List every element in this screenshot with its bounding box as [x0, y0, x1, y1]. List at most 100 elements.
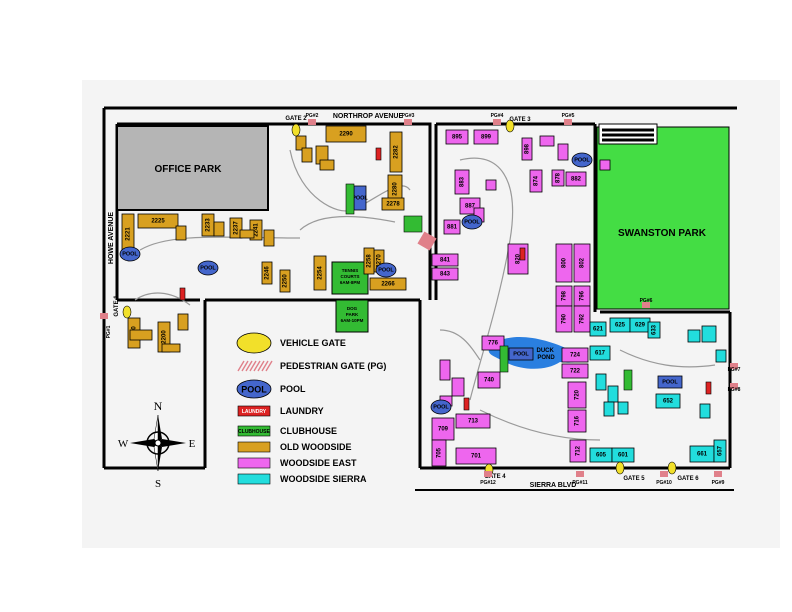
building-label: 2225 [151, 219, 165, 225]
building-label: 2246 [265, 266, 271, 280]
duck-pond-label-line1: DUCK [536, 348, 554, 354]
building-878: 878 [551, 169, 565, 187]
svg-text:POOL: POOL [433, 404, 449, 410]
building-label: 720 [575, 389, 581, 400]
svg-text:PG#12: PG#12 [480, 480, 496, 486]
building-722: 722 [561, 363, 589, 379]
legend-label: POOL [280, 384, 306, 394]
building-label: 629 [635, 323, 646, 329]
pool-icon: POOL [197, 260, 219, 276]
pedestrian-gate-pg1: PG#1 [100, 313, 112, 338]
duck-pond [488, 337, 581, 369]
building-709: 709 [431, 417, 455, 441]
building-label: 883 [460, 176, 466, 187]
unnumbered-building [557, 143, 569, 161]
building-label: 843 [440, 272, 451, 278]
clubhouse-icon [403, 215, 423, 233]
building-2225: 2225 [137, 213, 179, 229]
pool-icon: POOL [461, 214, 483, 230]
building-label: 617 [595, 351, 606, 357]
legend-item-woodside-east-swatch: WOODSIDE EAST [237, 457, 357, 469]
pedestrian-gate-pg5: PG#5 [562, 113, 575, 125]
building-label: 874 [534, 175, 540, 186]
pedestrian-gate-pg9: PG#9 [712, 471, 725, 486]
unnumbered-building [161, 343, 181, 353]
road-label-sierra: SIERRA BLVD [530, 482, 577, 489]
building-883: 883 [454, 169, 470, 195]
unnumbered-building [699, 403, 711, 419]
pool-icon: POOL [508, 347, 534, 361]
building-2280: 2280 [387, 174, 403, 204]
pool-icon: POOL [430, 399, 452, 415]
svg-text:GATE 2: GATE 2 [285, 116, 307, 122]
building-796: 796 [573, 285, 591, 307]
clubhouse-icon [623, 369, 633, 391]
building-label: 2282 [394, 145, 400, 159]
svg-text:POOL: POOL [513, 351, 529, 357]
unnumbered-building [439, 359, 451, 381]
old-woodside-swatch [237, 441, 271, 453]
pedestrian-gate-pg12: PG#12 [480, 471, 496, 486]
building-2258: 2258 [363, 247, 375, 275]
building-label: 881 [447, 225, 458, 231]
legend-label: WOODSIDE EAST [280, 458, 357, 468]
svg-text:GATE 4: GATE 4 [484, 474, 506, 480]
legend-item-woodside-sierra-swatch: WOODSIDE SIERRA [237, 473, 367, 485]
building-2237: 2237 [229, 217, 243, 239]
building-label: 2241 [254, 223, 260, 237]
pedestrian-gate-pg7: PG#7 [728, 363, 741, 373]
building-899: 899 [473, 129, 499, 145]
unnumbered-building [687, 329, 701, 343]
unnumbered-building [595, 373, 607, 391]
unnumbered-building [319, 159, 335, 171]
legend-label: LAUNDRY [280, 406, 324, 416]
legend-label: VEHICLE GATE [280, 338, 346, 348]
building-881: 881 [443, 219, 461, 235]
building-label: 722 [570, 369, 581, 375]
building-label: 2221 [126, 227, 132, 241]
pedestrian-gate-pg8: PG#8 [728, 383, 741, 393]
building-2254: 2254 [313, 255, 327, 291]
building-701: 701 [455, 447, 497, 465]
building-label: 705 [437, 447, 443, 458]
laundry-icon [519, 247, 526, 261]
building-label: 898 [525, 143, 531, 154]
building-2282: 2282 [389, 131, 403, 173]
legend-item-vehicle-gate-icon: VEHICLE GATE [236, 332, 346, 354]
laundry-icon [375, 147, 382, 161]
building-label: 2250 [283, 274, 289, 288]
building-790: 790 [555, 305, 573, 333]
building-605: 605 [589, 447, 613, 463]
clubhouse-icon [237, 425, 271, 437]
svg-text:PG#1: PG#1 [106, 325, 112, 338]
svg-text:PG#10: PG#10 [656, 480, 672, 486]
building-label: 724 [570, 353, 581, 359]
pool-icon: POOL [375, 262, 397, 278]
unnumbered-building [239, 229, 255, 239]
vehicle-gate-gate5: GATE 5 [615, 461, 645, 482]
building-label: 2258 [367, 254, 373, 268]
svg-text:PG#8: PG#8 [728, 387, 741, 393]
svg-text:POOL: POOL [662, 379, 678, 385]
office-park [116, 125, 269, 211]
building-740: 740 [477, 371, 501, 389]
pedestrian-gate-pg6: PG#6 [640, 298, 653, 308]
building-label: 2254 [318, 266, 324, 280]
building-label: 712 [576, 445, 582, 456]
duck-pond-label-line2: POND [537, 355, 555, 361]
svg-text:POOL: POOL [574, 157, 590, 163]
building-label: 2278 [386, 202, 400, 208]
unnumbered-building [175, 225, 187, 241]
building-label: 652 [663, 399, 674, 405]
svg-text:PG#5: PG#5 [562, 113, 575, 119]
building-label: 2266 [381, 282, 395, 288]
building-label: 878 [556, 172, 562, 183]
svg-text:CLUBHOUSE: CLUBHOUSE [238, 429, 270, 435]
vehicle-gate-gate6: GATE 6 [667, 461, 699, 482]
building-705: 705 [431, 439, 447, 467]
building-800: 800 [555, 243, 573, 283]
